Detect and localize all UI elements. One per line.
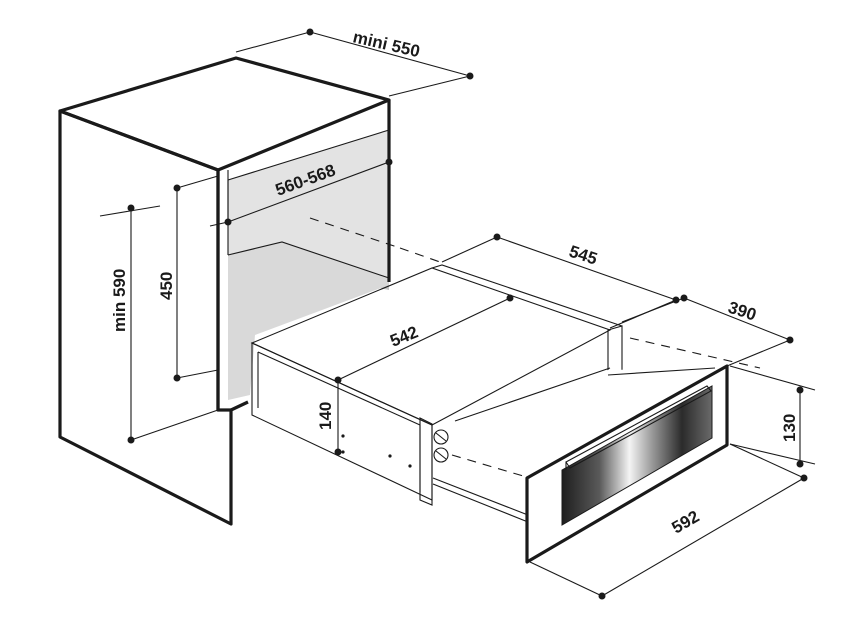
label-front-height: 130 (780, 414, 799, 442)
label-opening-height: 450 (157, 272, 176, 300)
label-drawer-width: 542 (387, 322, 420, 350)
control-knobs (433, 429, 449, 463)
drawer-floor (452, 368, 715, 478)
housing-front (251, 342, 433, 501)
housing-front-plate (419, 417, 433, 506)
dimension-dots (127, 28, 808, 600)
knob-lower (433, 447, 449, 463)
label-cabinet-height: min 590 (110, 269, 129, 332)
label-cabinet-depth: mini 550 (351, 27, 422, 61)
label-drawer-extension: 390 (726, 298, 759, 325)
label-front-width: 592 (669, 507, 703, 538)
drawer-glass-window (561, 385, 713, 526)
knob-upper (433, 429, 449, 445)
dashed-center-lines (309, 217, 761, 479)
dimension-labels: mini 550 560-568 min 590 450 542 140 545… (110, 27, 799, 537)
label-drawer-depth: 545 (567, 242, 600, 269)
cabinet-left-side (58, 109, 233, 526)
drawer-front-panel (525, 364, 729, 564)
cabinet-cavity-lower (228, 242, 389, 400)
drawer-handle[interactable] (565, 385, 712, 469)
drawer (432, 364, 729, 564)
label-drawer-height: 140 (316, 402, 335, 430)
